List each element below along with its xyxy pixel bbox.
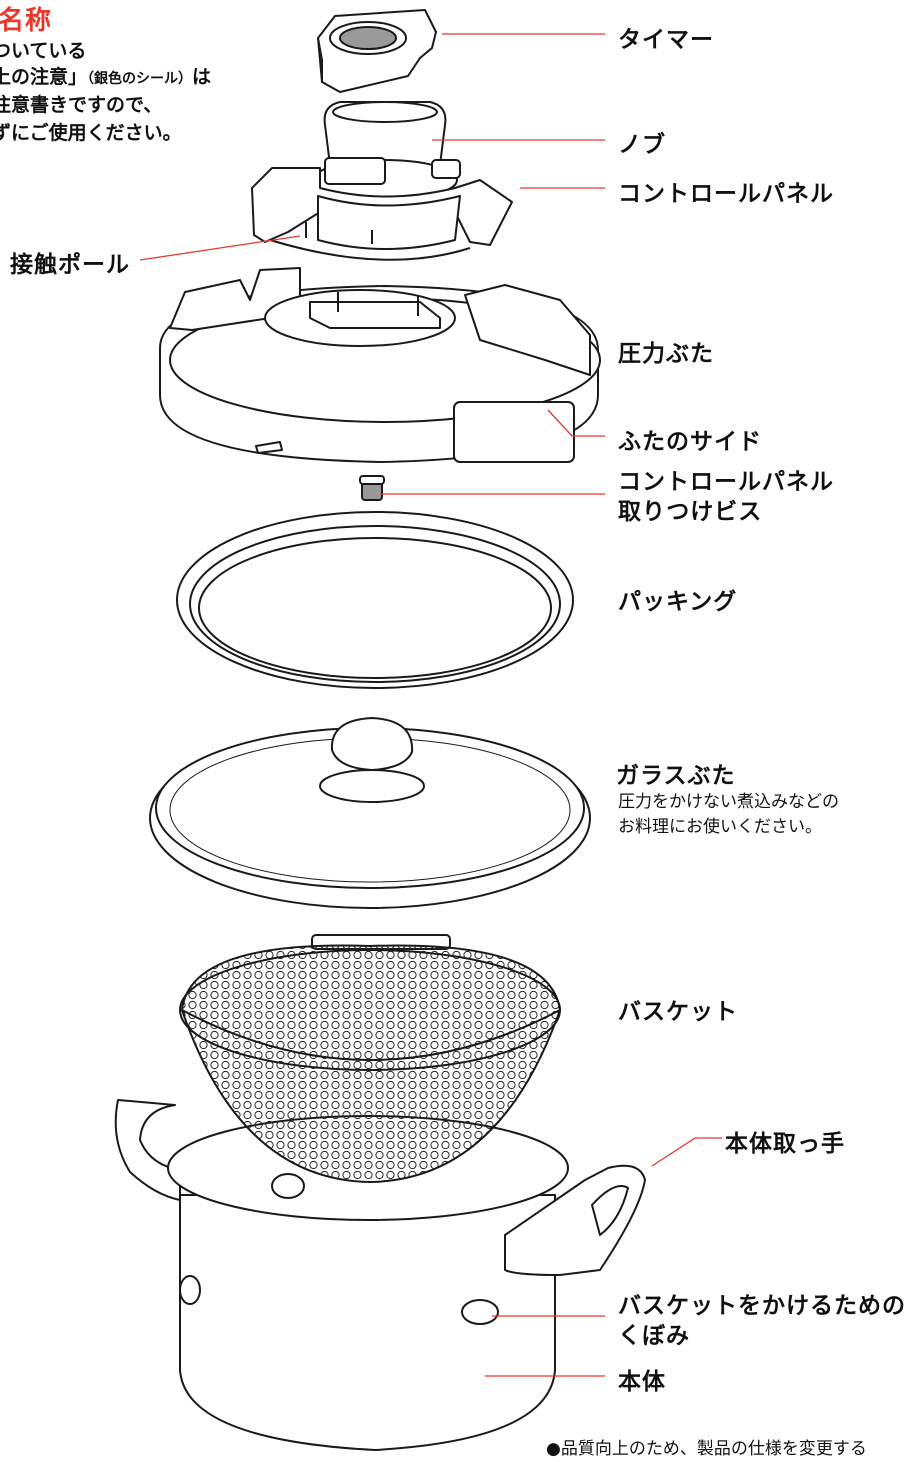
- intro-line-2-note: （銀色のシール）: [87, 71, 193, 87]
- pressure-lid-part: [159, 267, 601, 463]
- glass-lid-part: [149, 717, 591, 909]
- label-pressure-lid: 圧力ぶた: [618, 341, 714, 367]
- label-screw-line-2: 取りつけビス: [618, 499, 763, 525]
- label-packing: パッキング: [618, 589, 738, 615]
- packing-part: [176, 511, 574, 689]
- label-timer: タイマー: [618, 27, 714, 53]
- label-knob: ノブ: [618, 132, 666, 158]
- control-panel-part: [251, 167, 513, 261]
- basket-part: [179, 934, 561, 1183]
- glass-lid-note-1: 圧力をかけない煮込みなどの: [618, 792, 839, 812]
- label-body: 本体: [618, 1369, 666, 1395]
- screw-part: [359, 475, 385, 501]
- label-screw-line-1: コントロールパネル: [618, 469, 834, 495]
- intro-line-2: 上の注意」（銀色のシール）は: [0, 64, 211, 92]
- glass-lid-note-2: お料理にお使いください。: [618, 817, 822, 837]
- label-body-handle: 本体取っ手: [725, 1131, 845, 1157]
- label-recess-line-2: くぼみ: [618, 1323, 690, 1349]
- intro-line-2-text: 上の注意」: [0, 66, 88, 88]
- intro-line-2-end: は: [192, 66, 212, 88]
- footer-note: ●品質向上のため、製品の仕様を変更する: [546, 1439, 867, 1459]
- timer-part: [317, 9, 437, 93]
- intro-line-4: ずにご使用ください。: [0, 122, 182, 144]
- leader-lines: [139, 33, 722, 1377]
- label-recess-line-1: バスケットをかけるための: [618, 1293, 906, 1319]
- label-lid-side: ふたのサイド: [618, 429, 762, 455]
- intro-line-3: 注意書きですので、: [0, 94, 163, 116]
- label-control-panel: コントロールパネル: [618, 181, 834, 207]
- label-contact-pole: 接触ポール: [10, 252, 130, 278]
- intro-line-1: ついている: [0, 40, 87, 62]
- label-basket: バスケット: [618, 999, 738, 1025]
- page-title: 名称: [0, 6, 53, 36]
- knob-part: [312, 101, 461, 201]
- label-glass-lid: ガラスぶた: [616, 763, 736, 789]
